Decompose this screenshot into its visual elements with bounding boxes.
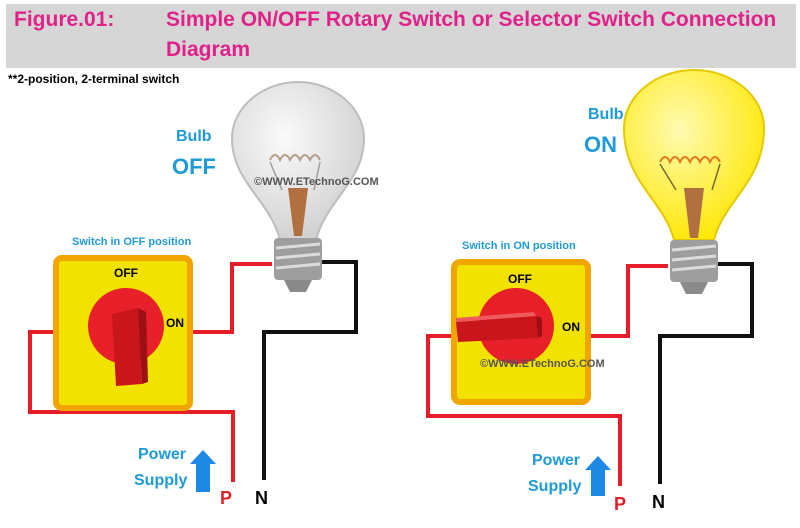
right-bulb-label: Bulb xyxy=(588,106,624,123)
left-bulb-label: Bulb xyxy=(176,128,212,145)
right-power-label: Power xyxy=(532,452,581,469)
left-switch-on-label: ON xyxy=(166,316,184,330)
left-phase-wire-supply xyxy=(28,330,235,482)
right-switch-on-label: ON xyxy=(562,320,580,334)
right-neutral-label: N xyxy=(652,492,665,512)
right-switch-off-label: OFF xyxy=(508,272,532,286)
title-bar xyxy=(6,4,796,68)
left-power-label: Power xyxy=(138,446,187,463)
left-neutral-wire xyxy=(262,260,358,480)
right-switch-caption: Switch in ON position xyxy=(462,240,576,252)
switch-note: **2-position, 2-terminal switch xyxy=(8,72,180,86)
left-watermark: ©WWW.ETechnoG.COM xyxy=(254,176,379,188)
left-phase-label: P xyxy=(220,488,233,508)
left-phase-wire-bulb xyxy=(190,262,272,334)
left-switch-off xyxy=(53,255,193,411)
figure-label: Figure.01: xyxy=(14,8,115,31)
right-switch-on xyxy=(451,259,591,405)
left-switch-caption: Switch in OFF position xyxy=(72,236,192,248)
right-watermark: ©WWW.ETechnoG.COM xyxy=(480,358,605,370)
left-bulb-state: OFF xyxy=(172,154,216,179)
title-line-1: Simple ON/OFF Rotary Switch or Selector … xyxy=(166,8,777,31)
left-neutral-label: N xyxy=(255,488,268,508)
left-supply-label: Supply xyxy=(134,472,188,489)
right-bulb-on xyxy=(622,68,766,294)
left-power-arrow-icon xyxy=(190,450,216,492)
right-neutral-wire xyxy=(658,262,754,484)
right-bulb-state: ON xyxy=(584,132,617,157)
right-phase-label: P xyxy=(614,494,627,514)
left-switch-off-label: OFF xyxy=(114,266,138,280)
right-supply-label: Supply xyxy=(528,478,582,495)
right-phase-wire-supply xyxy=(426,334,622,486)
right-power-arrow-icon xyxy=(585,456,611,496)
left-bulb-off xyxy=(230,80,366,292)
title-line-2: Diagram xyxy=(166,38,251,61)
right-phase-wire-bulb xyxy=(588,264,668,338)
